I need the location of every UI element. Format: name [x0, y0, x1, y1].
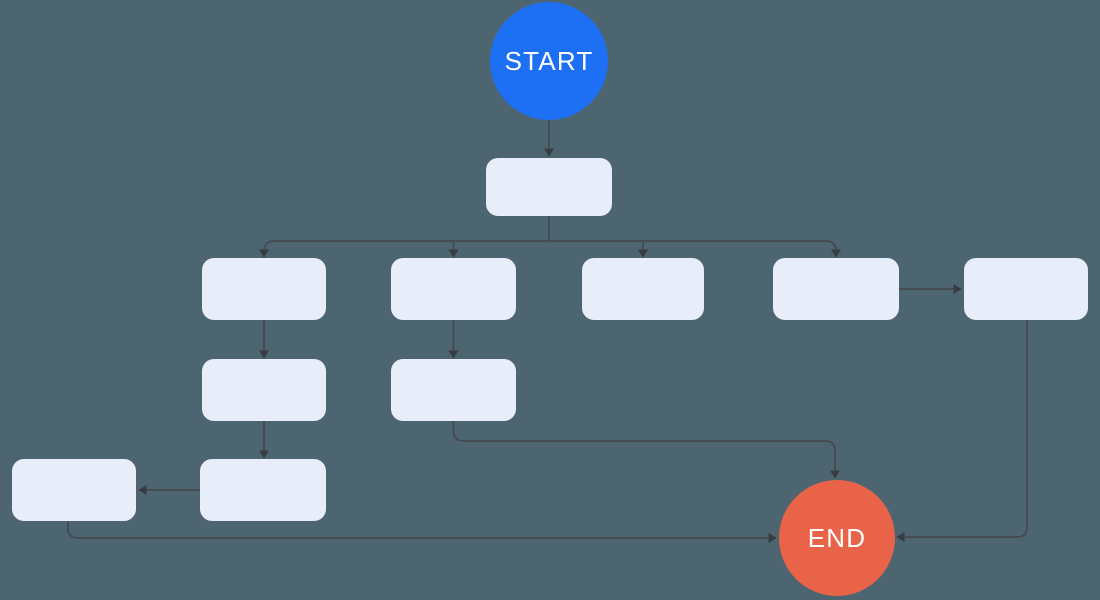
end-label: END [808, 523, 867, 553]
node-start: START [490, 2, 608, 120]
node-b3 [582, 258, 704, 320]
node-c1 [202, 359, 326, 421]
node-b5 [964, 258, 1088, 320]
node-b4 [773, 258, 899, 320]
start-label: START [505, 46, 594, 76]
node-b2 [391, 258, 516, 320]
d2-box [200, 459, 326, 521]
b3-box [582, 258, 704, 320]
node-end: END [779, 480, 895, 596]
end-circle [779, 480, 895, 596]
b1-box [202, 258, 326, 320]
process-box [486, 158, 612, 216]
node-d1 [12, 459, 136, 521]
c2-box [391, 359, 516, 421]
edge-branch-spine [263, 216, 837, 253]
b4-box [773, 258, 899, 320]
node-c2 [391, 359, 516, 421]
d1-box [12, 459, 136, 521]
edge-d1-to-end [67, 521, 777, 543]
c1-box [202, 359, 326, 421]
node-process [486, 158, 612, 216]
edge-c2-to-end [452, 421, 840, 479]
b5-box [964, 258, 1088, 320]
start-circle [490, 2, 608, 120]
b2-box [391, 258, 516, 320]
node-b1 [202, 258, 326, 320]
edge-b5-to-end [896, 320, 1028, 542]
node-d2 [200, 459, 326, 521]
